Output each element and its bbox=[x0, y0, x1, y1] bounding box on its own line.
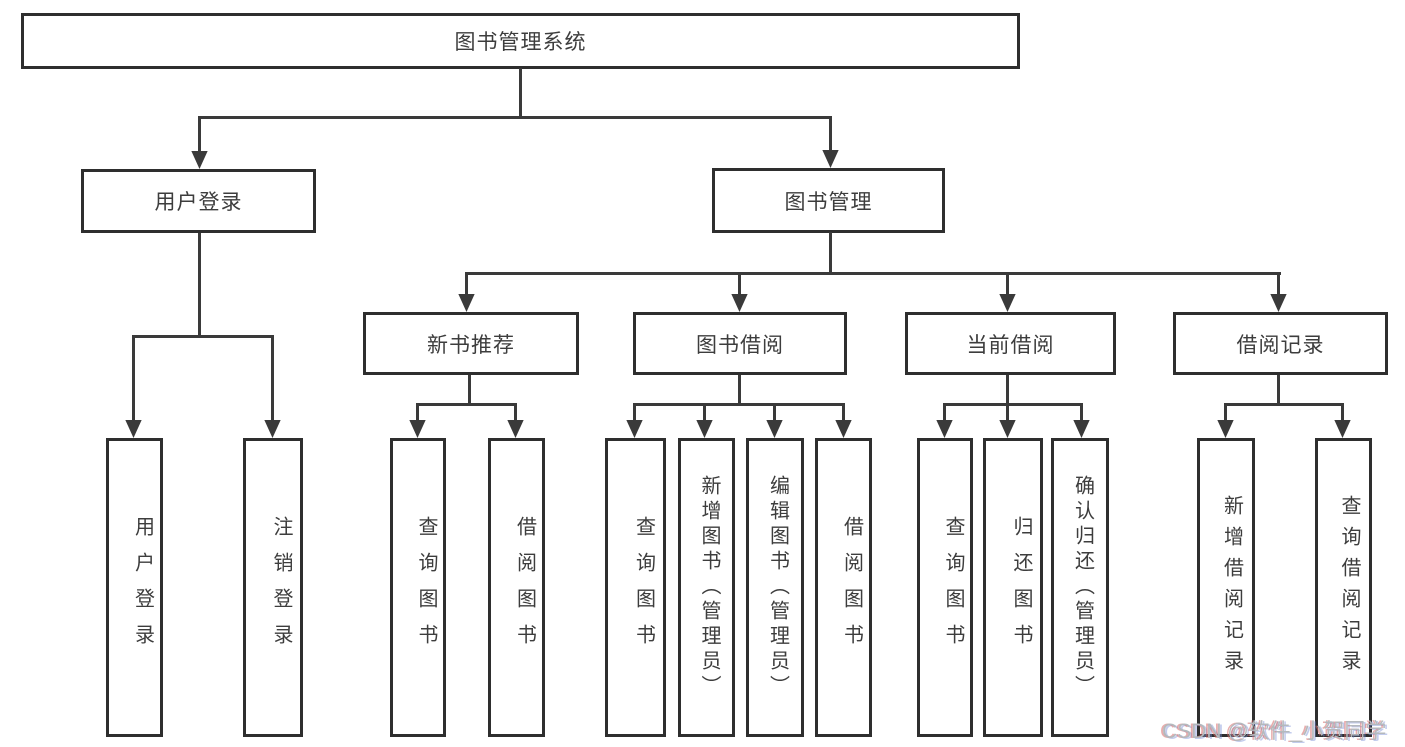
leaf-user-login: 用户登录 bbox=[106, 438, 163, 737]
arrowhead-icon bbox=[507, 420, 524, 438]
node-new-book-recommend: 新书推荐 bbox=[363, 312, 579, 375]
connector-line bbox=[633, 403, 845, 406]
connector-line bbox=[1224, 403, 1344, 406]
connector-line bbox=[738, 375, 741, 406]
arrowhead-icon bbox=[999, 420, 1016, 438]
connector-line bbox=[1006, 272, 1009, 298]
arrowhead-icon bbox=[1334, 420, 1351, 438]
leaf-edit-book-admin: 编辑图书（管理员） bbox=[746, 438, 804, 737]
arrowhead-icon bbox=[999, 294, 1016, 312]
node-current-borrow: 当前借阅 bbox=[905, 312, 1116, 375]
arrowhead-icon bbox=[822, 150, 839, 168]
leaf-return-books: 归还图书 bbox=[983, 438, 1043, 737]
arrowhead-icon bbox=[1073, 420, 1090, 438]
connector-line bbox=[198, 116, 201, 154]
arrowhead-icon bbox=[835, 420, 852, 438]
connector-line bbox=[1341, 403, 1344, 422]
arrowhead-icon bbox=[1217, 420, 1234, 438]
node-book-management: 图书管理 bbox=[712, 168, 945, 233]
arrowhead-icon bbox=[766, 420, 783, 438]
leaf-add-borrow-record: 新增借阅记录 bbox=[1197, 438, 1255, 737]
node-root-system: 图书管理系统 bbox=[21, 13, 1020, 69]
connector-line bbox=[132, 335, 135, 422]
connector-line bbox=[633, 403, 636, 422]
arrowhead-icon bbox=[458, 294, 475, 312]
connector-line bbox=[465, 272, 1281, 275]
arrowhead-icon bbox=[409, 420, 426, 438]
connector-line bbox=[132, 335, 274, 338]
connector-line bbox=[829, 116, 832, 153]
leaf-borrow-books-recommend: 借阅图书 bbox=[488, 438, 545, 737]
arrowhead-icon bbox=[1270, 294, 1287, 312]
leaf-logout: 注销登录 bbox=[243, 438, 303, 737]
leaf-query-books-current: 查询图书 bbox=[917, 438, 973, 737]
connector-line bbox=[703, 403, 706, 422]
connector-line bbox=[738, 272, 741, 298]
connector-line bbox=[1080, 403, 1083, 422]
connector-line bbox=[1006, 375, 1009, 406]
connector-line bbox=[271, 335, 274, 422]
connector-line bbox=[514, 403, 517, 422]
connector-line bbox=[842, 403, 845, 422]
arrowhead-icon bbox=[626, 420, 643, 438]
connector-line bbox=[416, 403, 517, 406]
connector-line bbox=[943, 403, 946, 422]
arrowhead-icon bbox=[125, 420, 142, 438]
arrowhead-icon bbox=[696, 420, 713, 438]
connector-line bbox=[773, 403, 776, 422]
connector-line bbox=[1006, 403, 1009, 422]
leaf-query-books-borrow: 查询图书 bbox=[605, 438, 666, 737]
arrowhead-icon bbox=[191, 151, 208, 169]
connector-line bbox=[1277, 375, 1280, 406]
node-user-login: 用户登录 bbox=[81, 169, 316, 233]
node-borrow-records: 借阅记录 bbox=[1173, 312, 1388, 375]
connector-line bbox=[416, 403, 419, 422]
leaf-query-books-recommend: 查询图书 bbox=[390, 438, 446, 737]
connector-line bbox=[198, 116, 832, 119]
leaf-query-borrow-record: 查询借阅记录 bbox=[1315, 438, 1372, 737]
arrowhead-icon bbox=[936, 420, 953, 438]
leaf-confirm-return-admin: 确认归还（管理员） bbox=[1051, 438, 1109, 737]
arrowhead-icon bbox=[264, 420, 281, 438]
node-book-borrow: 图书借阅 bbox=[633, 312, 847, 375]
connector-line bbox=[1277, 272, 1280, 298]
connector-line bbox=[465, 272, 468, 298]
connector-line bbox=[198, 233, 201, 338]
connector-line bbox=[468, 375, 471, 406]
connector-line bbox=[943, 403, 1083, 406]
connector-line bbox=[519, 68, 522, 118]
arrowhead-icon bbox=[731, 294, 748, 312]
leaf-borrow-books: 借阅图书 bbox=[815, 438, 872, 737]
connector-line bbox=[1224, 403, 1227, 422]
connector-line bbox=[829, 232, 832, 275]
csdn-watermark: CSDN @软件_小贺同学 bbox=[1162, 720, 1387, 743]
leaf-add-book-admin: 新增图书（管理员） bbox=[678, 438, 735, 737]
